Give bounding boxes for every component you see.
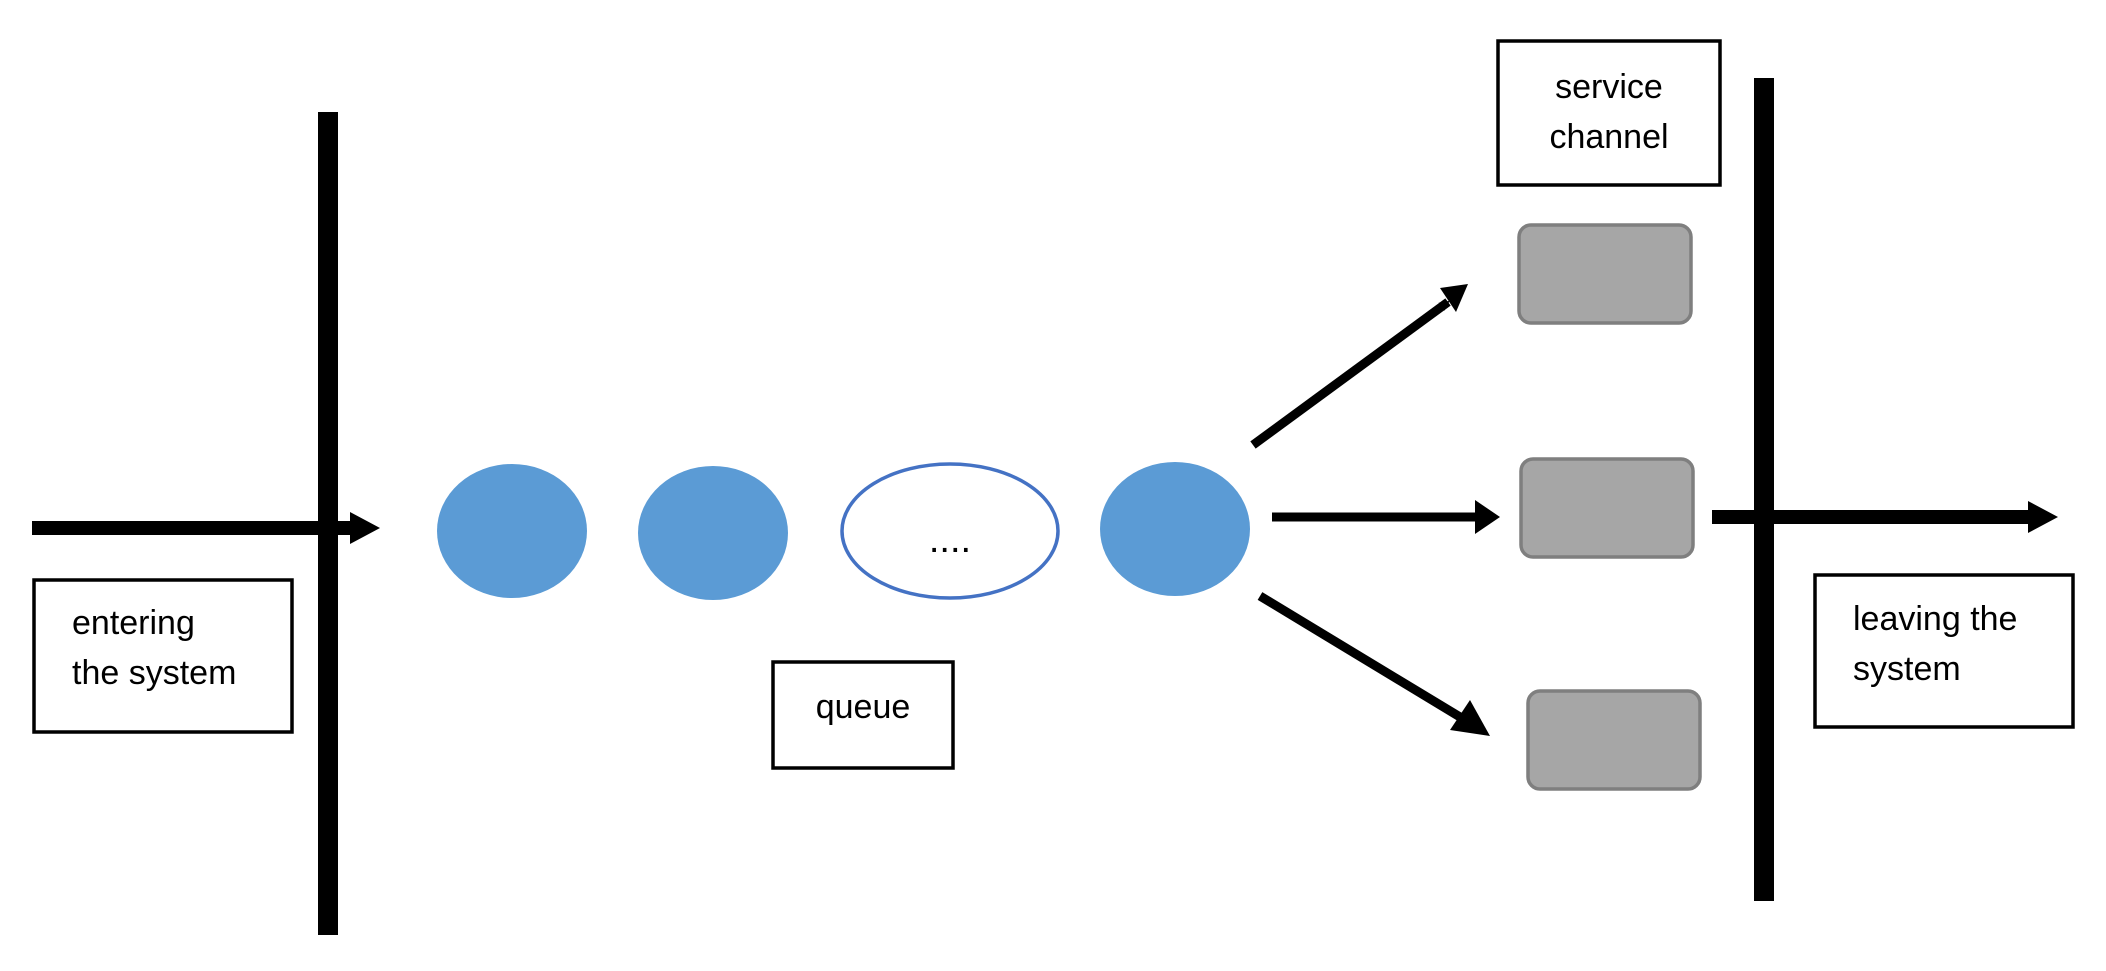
exit-barrier [1754,78,1774,901]
customer-circle-3 [1100,462,1250,596]
entering-label-line2: the system [72,654,236,692]
leaving-label-line2: system [1853,650,1961,688]
exit-arrow-head [2028,501,2058,533]
customer-circle-2 [638,466,788,600]
dispatch-arrow-upper [1250,298,1451,449]
dispatch-arrow-upper-head [1440,284,1468,312]
queue-ellipsis-text: .... [929,519,971,561]
dispatch-arrow-middle-head [1475,500,1500,534]
server-box-3 [1526,689,1702,791]
leaving-label-box [1813,573,2075,729]
service-channel-label-line1: service [1555,68,1663,106]
customer-circle-1 [437,464,587,598]
server-box-2 [1519,457,1695,559]
leaving-label-line1: leaving the [1853,600,2017,638]
dispatch-arrow-lower [1257,592,1468,724]
queue-label: queue [816,688,911,726]
server-box-1 [1517,223,1693,325]
queue-ellipsis-oval [840,462,1060,600]
queue-label-box [771,660,955,770]
service-channel-label-line2: channel [1549,118,1668,156]
entry-arrow-head [350,512,380,544]
entering-label-line1: entering [72,604,195,642]
dispatch-arrow-lower-head [1450,700,1490,736]
service-channel-label-box [1496,39,1722,187]
entering-label-box [32,578,294,734]
